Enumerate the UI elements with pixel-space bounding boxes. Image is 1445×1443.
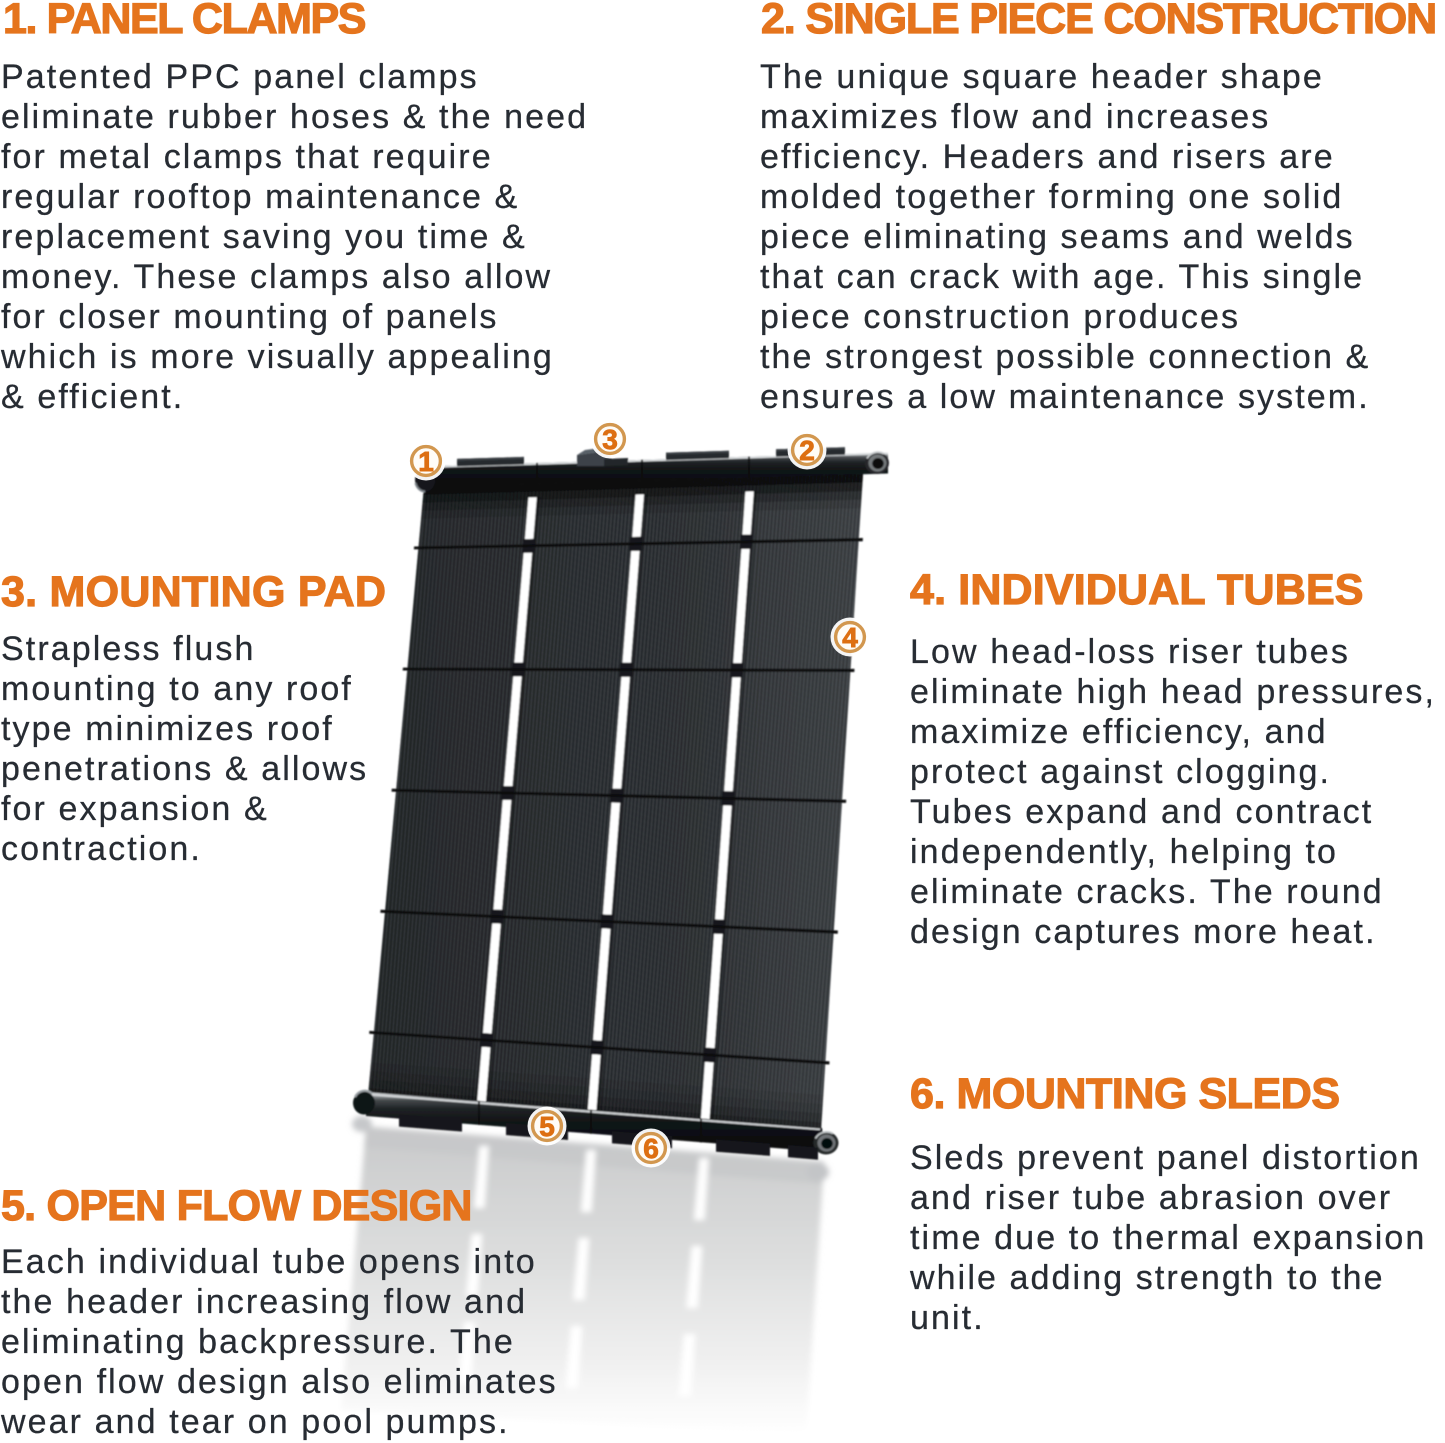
svg-text:3: 3	[602, 424, 618, 455]
svg-text:1: 1	[418, 446, 434, 477]
svg-text:2: 2	[799, 435, 815, 466]
svg-text:4: 4	[842, 622, 858, 653]
svg-text:6: 6	[643, 1133, 659, 1164]
svg-text:5: 5	[539, 1111, 555, 1142]
